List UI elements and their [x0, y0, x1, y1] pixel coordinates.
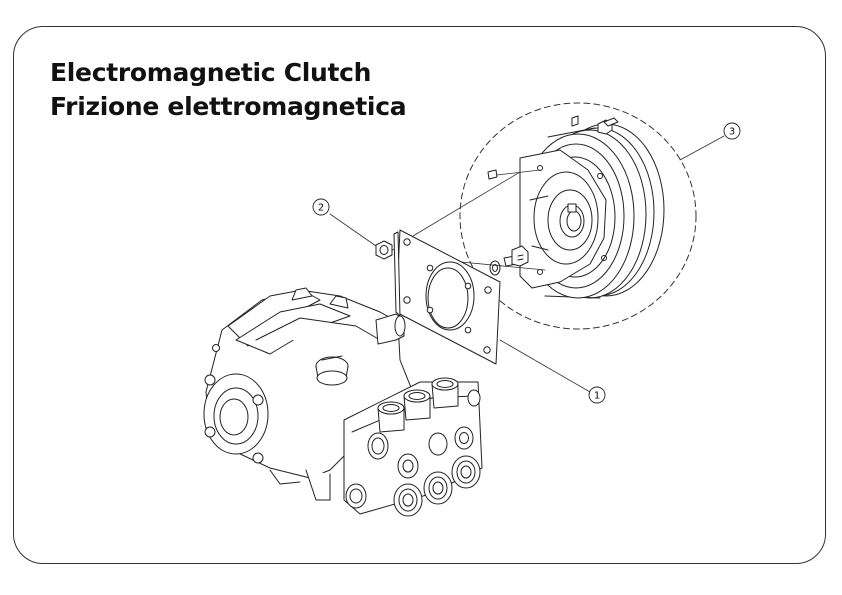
valve-plug-top-3 [431, 377, 459, 409]
nut [375, 240, 393, 260]
valve-plug-top-1 [377, 401, 405, 433]
valve-plug-bottom-3 [451, 455, 481, 489]
drawing-frame [13, 26, 826, 564]
callout-3-number: 3 [729, 127, 735, 138]
flange-plate [393, 229, 501, 365]
clutch-assembly [519, 123, 665, 299]
callout-leaders [329, 135, 725, 393]
callout-3: 3 [723, 122, 741, 140]
callout-2-number: 2 [318, 203, 324, 214]
pump-manifold [343, 377, 483, 517]
callout-2: 2 [312, 198, 330, 216]
clutch-screws [487, 115, 619, 276]
valve-plug-bottom-1 [393, 483, 423, 517]
clutch-highlight-circle [459, 102, 697, 330]
title-italian: Frizione elettromagnetica [50, 92, 407, 121]
title-english: Electromagnetic Clutch [50, 58, 372, 87]
valve-plug-top-2 [403, 389, 431, 421]
valve-plug-bottom-2 [423, 471, 453, 505]
callout-1: 1 [588, 386, 606, 404]
callout-1-number: 1 [594, 391, 600, 402]
